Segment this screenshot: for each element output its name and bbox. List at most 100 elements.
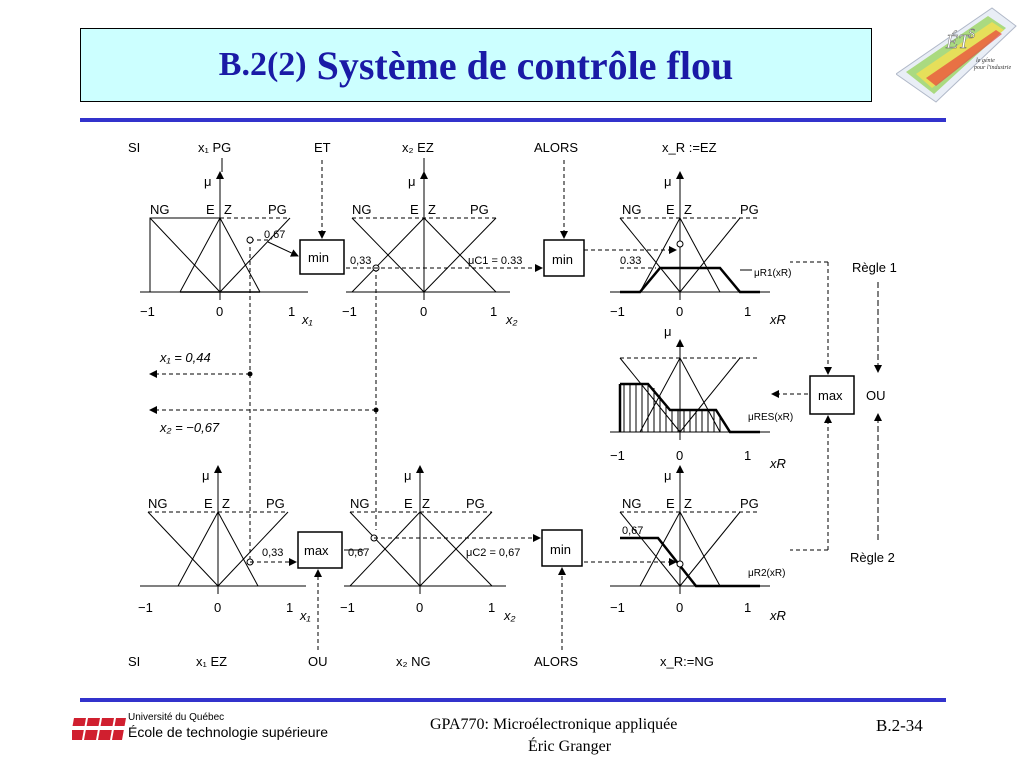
- page-number: B.2-34: [876, 716, 923, 735]
- r1-mu-c: μC1 = 0.33: [468, 255, 522, 267]
- r2-x1-ng: NG: [148, 496, 168, 511]
- slide-title: B.2(2) Système de contrôle flou: [80, 28, 872, 102]
- r1-si: SI: [128, 140, 140, 155]
- r2-x1-pg: PG: [266, 496, 285, 511]
- r1-xr-z: Z: [684, 202, 692, 217]
- r1-min-gate-1: [299, 239, 345, 275]
- r2-min-gate: [541, 529, 583, 567]
- r1-val-x1: 0,67: [264, 229, 285, 241]
- fuzzy-control-diagram: SI x₁ PG ET x₂ EZ ALORS x_R :=EZ: [128, 140, 897, 669]
- r1-x1-tick-0: 0: [216, 304, 223, 319]
- r1-mu-r: μR1(xR): [754, 268, 791, 279]
- r2-x1-z: Z: [222, 496, 230, 511]
- r1-xr-ng: NG: [622, 202, 642, 217]
- r2-max-gate: [297, 531, 343, 569]
- r1-x1-axis: x₁: [301, 312, 313, 327]
- r2-xr-e: E: [666, 496, 675, 511]
- r2-xr-ng: NG: [622, 496, 642, 511]
- res-xr-axis: xR: [769, 456, 786, 471]
- r2-then: ALORS: [534, 654, 578, 669]
- mf-panel-x1-rule1: [140, 171, 308, 380]
- r1-op: ET: [314, 140, 331, 155]
- res-tick-0: 0: [676, 448, 683, 463]
- agg-max-label: max: [818, 388, 843, 403]
- r2-x2-mu: μ: [404, 468, 412, 483]
- res-tick-1: 1: [744, 448, 751, 463]
- r1-x2-tick-1: 1: [490, 304, 497, 319]
- r2-x2-tick-neg: −1: [340, 600, 355, 615]
- r2-xr-z: Z: [684, 496, 692, 511]
- university-big: École de technologie supérieure: [128, 724, 329, 740]
- r1-gate2-label: min: [552, 252, 573, 267]
- title-prefix: B.2(2): [218, 46, 307, 83]
- r1-gate1-label: min: [308, 250, 329, 265]
- r2-x1-e: E: [204, 496, 213, 511]
- r1-xr-axis: xR: [769, 312, 786, 327]
- r2-clip: 0,67: [622, 525, 643, 537]
- ets-logo: ÉT S le génie pour l'industrie: [896, 7, 1017, 103]
- r2-val-x2: 0,67: [348, 547, 369, 559]
- input-x1: x₁ = 0,44: [159, 350, 211, 365]
- mf-panel-x2-rule1: [346, 171, 543, 412]
- r1-xr-pg: PG: [740, 202, 759, 217]
- agg-max-gate: [809, 375, 855, 415]
- mf-panel-xR-rule2: [610, 465, 770, 594]
- ets-logo-main: ÉT: [945, 30, 971, 53]
- r1-x1-mu: μ: [204, 174, 212, 189]
- r1-x2-z: Z: [428, 202, 436, 217]
- agg-mu-res: μRES(xR): [748, 412, 793, 423]
- r2-x2-ng: NG: [350, 496, 370, 511]
- r2-gate1-label: max: [304, 543, 329, 558]
- r2-xr-tick-1: 1: [744, 600, 751, 615]
- rule1-label: Règle 1: [852, 260, 897, 275]
- uq-logo: [72, 718, 126, 740]
- input-x2: x₂ = −0,67: [159, 420, 220, 435]
- r1-conseq: x_R :=EZ: [662, 140, 717, 155]
- r1-x2-axis: x₂: [505, 312, 518, 327]
- r1-x2-pg: PG: [470, 202, 489, 217]
- r2-x2-e: E: [404, 496, 413, 511]
- r1-xr-tick-1: 1: [744, 304, 751, 319]
- r2-xr-mu: μ: [664, 468, 672, 483]
- author-line: Éric Granger: [528, 738, 612, 755]
- r2-cond1: x₁ EZ: [196, 654, 227, 669]
- r1-val-x2: 0,33: [350, 255, 371, 267]
- r1-min-gate-2: [543, 239, 585, 277]
- r1-then: ALORS: [534, 140, 578, 155]
- r2-mu-c: μC2 = 0,67: [466, 547, 520, 559]
- mf-panel-xR-rule1: [610, 171, 770, 300]
- r2-x2-axis: x₂: [503, 608, 516, 623]
- r2-x2-tick-1: 1: [488, 600, 495, 615]
- r2-xr-tick-neg: −1: [610, 600, 625, 615]
- mf-panel-x2-rule2: [344, 465, 541, 594]
- r1-xr-e: E: [666, 202, 675, 217]
- r1-xr-tick-0: 0: [676, 304, 683, 319]
- bottom-rule: [80, 698, 946, 702]
- mf-panel-result: [610, 339, 770, 440]
- agg-ou: OU: [866, 388, 886, 403]
- r2-gate2-label: min: [550, 542, 571, 557]
- r2-x1-tick-1: 1: [286, 600, 293, 615]
- r2-x1-axis: x₁: [299, 608, 311, 623]
- r1-cond2: x₂ EZ: [402, 140, 434, 155]
- r2-si: SI: [128, 654, 140, 669]
- rule2-label: Règle 2: [850, 550, 895, 565]
- r2-val-x1: 0,33: [262, 547, 283, 559]
- r1-x2-tick-neg: −1: [342, 304, 357, 319]
- r2-x1-tick-neg: −1: [138, 600, 153, 615]
- ets-tagline-2: pour l'industrie: [973, 65, 1011, 71]
- r2-x1-tick-0: 0: [214, 600, 221, 615]
- course-line: GPA770: Microélectronique appliquée: [430, 716, 678, 733]
- mf-panel-x1-rule2: [140, 465, 306, 594]
- r1-x1-ng: NG: [150, 202, 170, 217]
- r1-x1-pg: PG: [268, 202, 287, 217]
- ets-tagline-1: le génie: [976, 58, 995, 64]
- r1-x1-tick-1: 1: [288, 304, 295, 319]
- r1-x2-e: E: [410, 202, 419, 217]
- top-rule: [80, 118, 946, 122]
- r1-x1-tick-neg: −1: [140, 304, 155, 319]
- university-small: Université du Québec: [128, 712, 225, 723]
- r1-x2-tick-0: 0: [420, 304, 427, 319]
- r1-cond1: x₁ PG: [198, 140, 231, 155]
- r2-xr-axis: xR: [769, 608, 786, 623]
